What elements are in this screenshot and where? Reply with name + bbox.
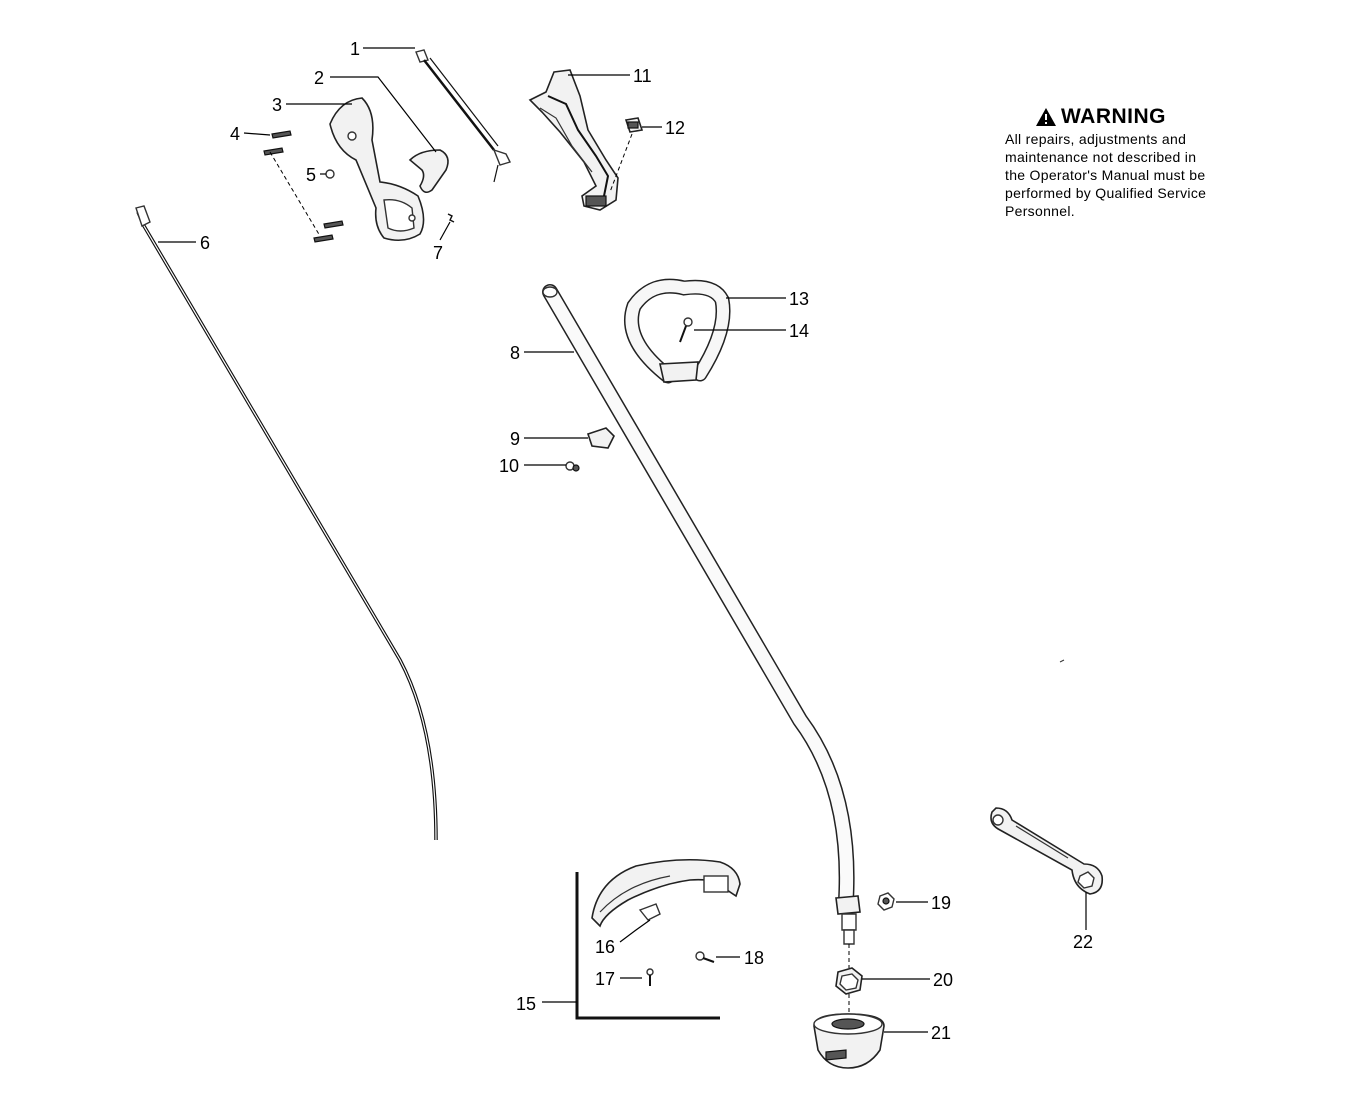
shaft-tube [542,284,861,945]
kit-bracket [575,872,720,1020]
guard-nut [877,892,895,911]
callout-21: 21 [931,1023,951,1043]
callout-7: 7 [433,243,443,263]
guard-screw [646,968,654,986]
warning-triangle-icon [1036,108,1056,126]
warning-line: the Operator's Manual must be [1005,167,1206,183]
shaft-clamp [586,427,615,449]
callout-16: 16 [595,937,615,957]
stop-switch [624,117,644,133]
handle-cover [528,69,619,211]
callout-8: 8 [510,343,520,363]
warning-title: WARNING [1035,104,1265,130]
handle-screws [263,130,344,243]
warning-text: All repairs, adjustments and maintenance… [1005,130,1265,220]
callout-2: 2 [314,68,324,88]
wrench [990,807,1104,895]
callout-14: 14 [789,321,809,341]
callout-3: 3 [272,95,282,115]
warning-line: maintenance not described in [1005,149,1197,165]
callout-10: 10 [499,456,519,476]
trigger-spring [447,213,455,223]
trimmer-guard [591,858,741,928]
drive-shaft [135,205,438,841]
callout-12: 12 [665,118,685,138]
callout-18: 18 [744,948,764,968]
throttle-cable [415,49,511,183]
warning-title-text: WARNING [1061,105,1166,128]
callout-15: 15 [516,994,536,1014]
callout-19: 19 [931,893,951,913]
loop-handle [624,278,731,384]
handle-housing [329,97,425,242]
callout-4: 4 [230,124,240,144]
callout-17: 17 [595,969,615,989]
guard-bolt [695,951,715,963]
callout-9: 9 [510,429,520,449]
callout-5: 5 [306,165,316,185]
callout-6: 6 [200,233,210,253]
warning-line: Personnel. [1005,203,1075,219]
throttle-trigger [408,149,449,194]
callout-11: 11 [633,66,652,86]
callout-13: 13 [789,289,809,309]
adapter-nut [835,967,863,995]
warning-line: performed by Qualified Service [1005,185,1207,201]
callout-22: 22 [1073,932,1093,952]
callout-1: 1 [350,39,360,59]
trimmer-head [813,1013,885,1069]
warning-notice: WARNING All repairs, adjustments and mai… [1005,104,1265,220]
callout-20: 20 [933,970,953,990]
loop-handle-screw [679,317,693,343]
clamp-bolt [565,461,580,472]
handle-nut [325,169,335,179]
line-cutter [638,903,661,921]
warning-line: All repairs, adjustments and [1005,131,1187,147]
